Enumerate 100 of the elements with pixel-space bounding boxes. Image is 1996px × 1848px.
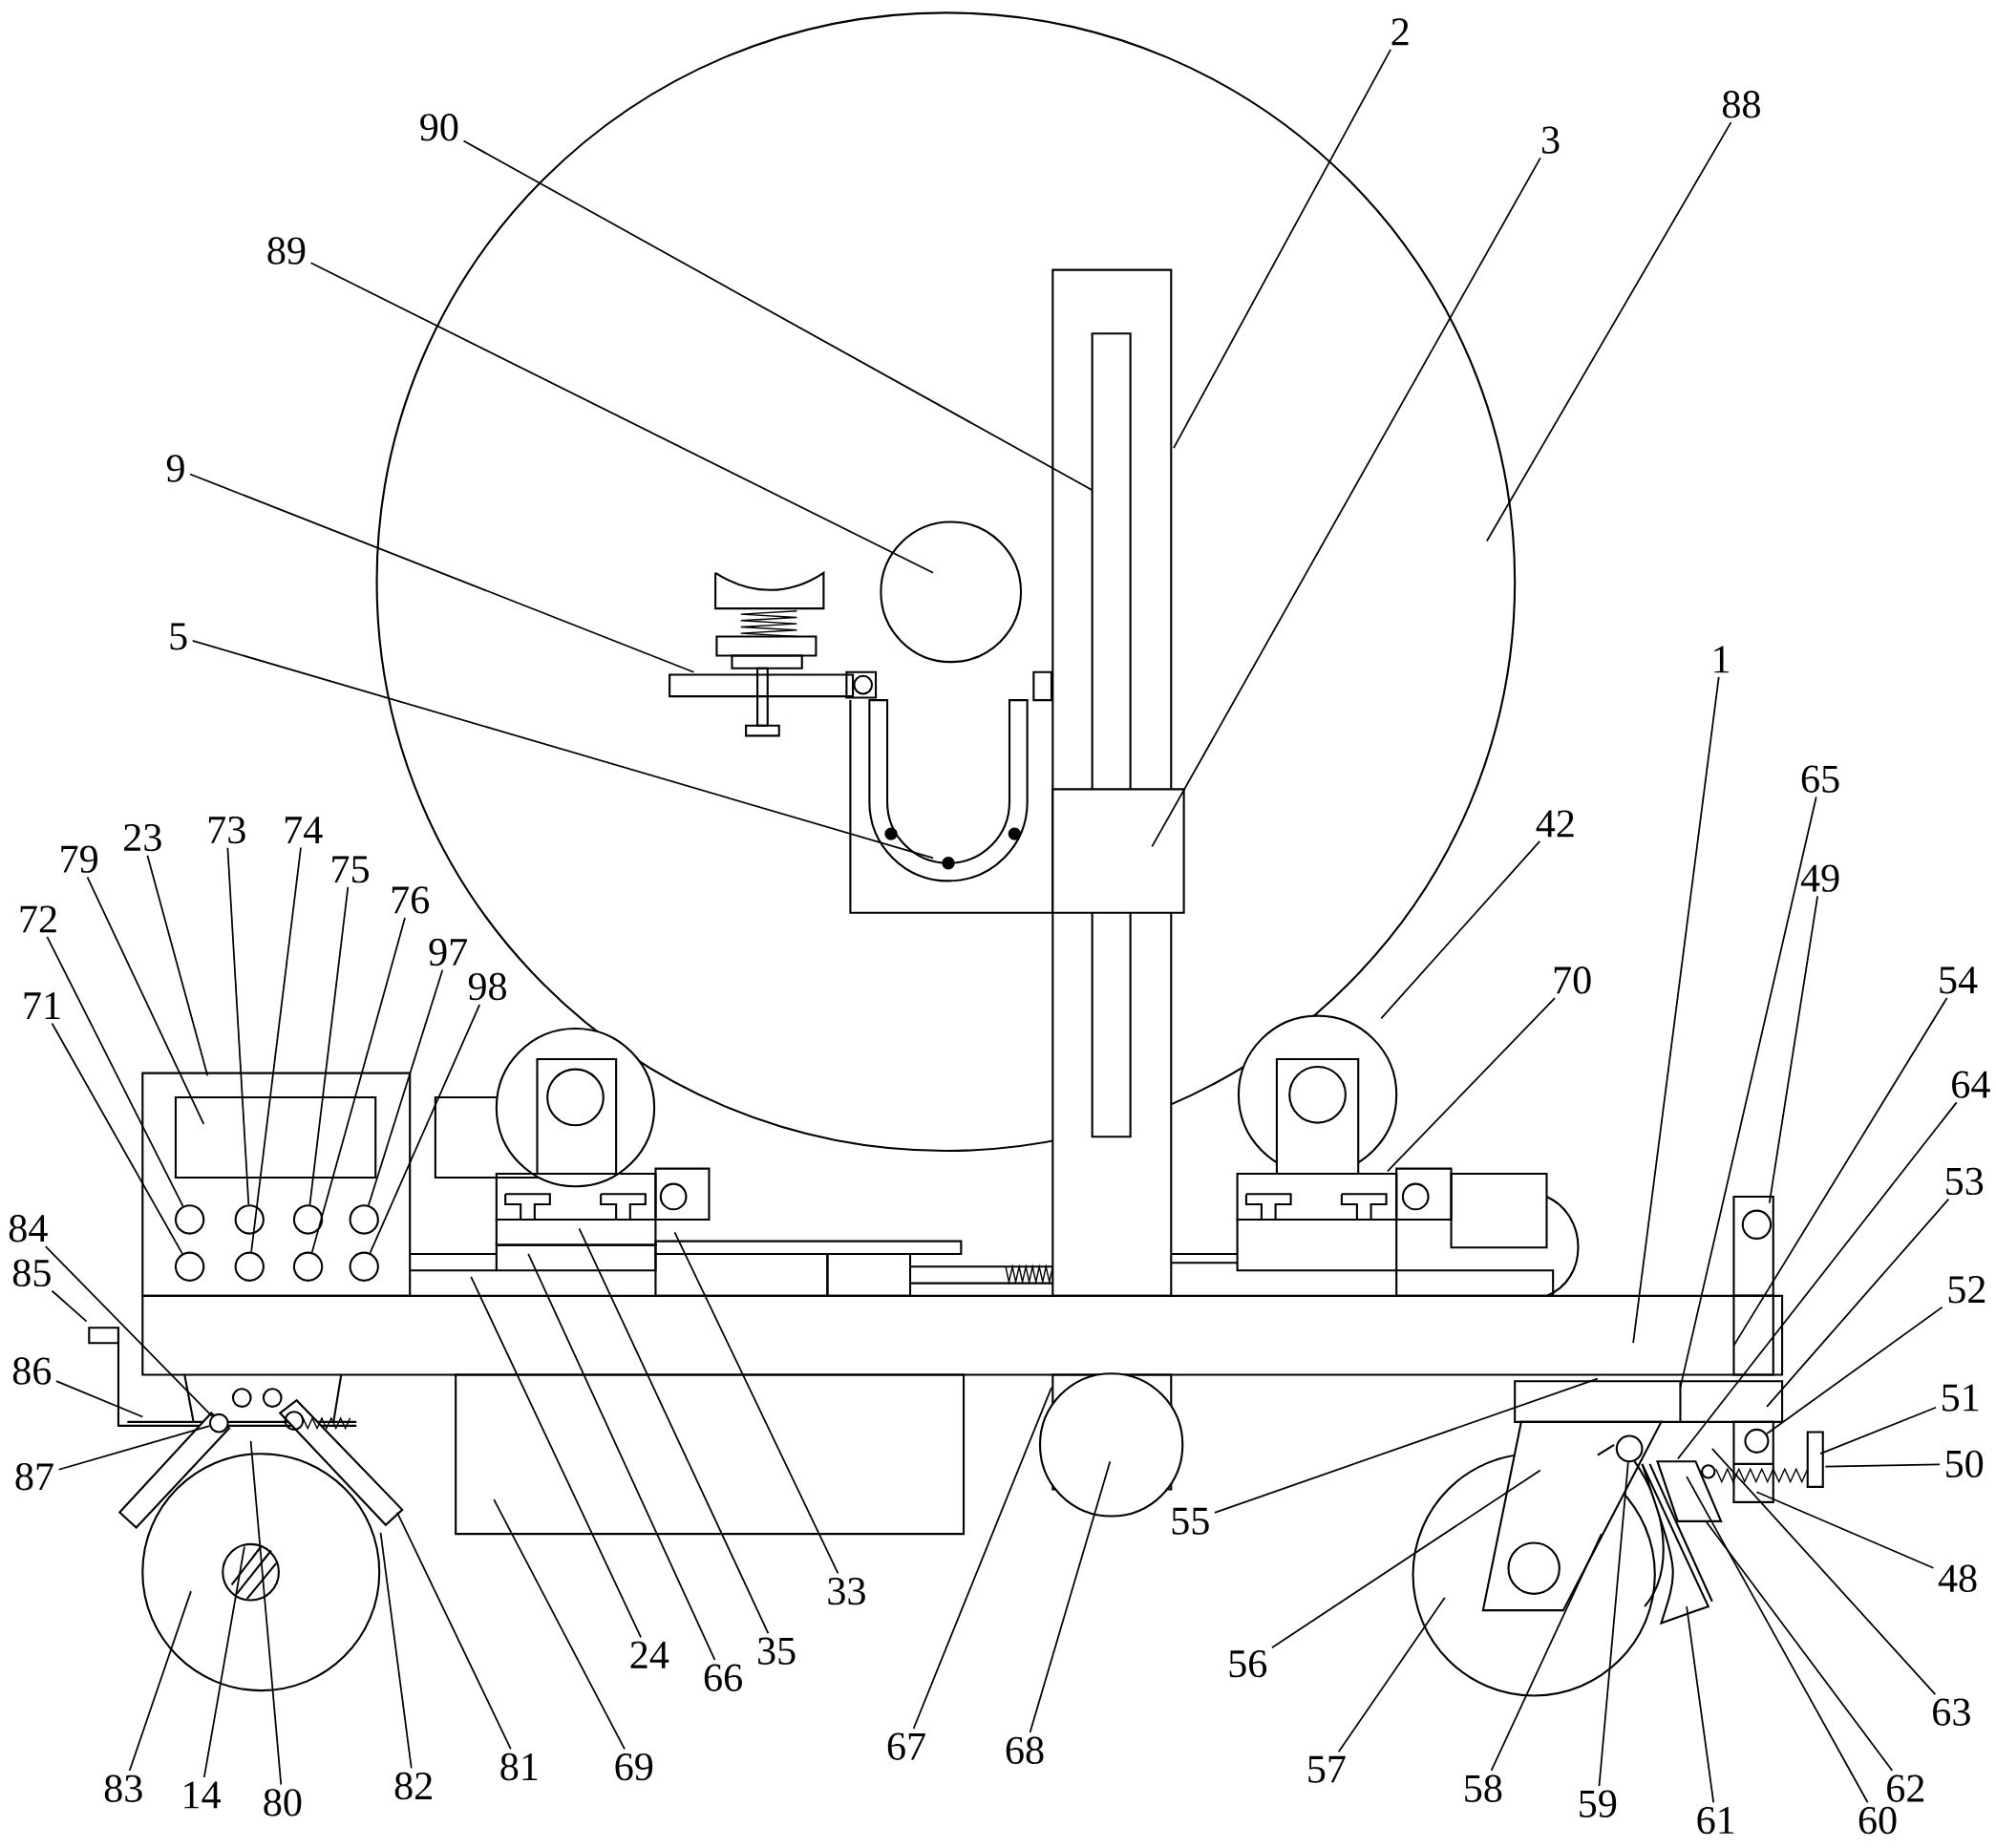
round-button xyxy=(349,1204,379,1235)
leader-line xyxy=(249,1439,283,1786)
round-button xyxy=(292,1251,324,1282)
callout-number: 88 xyxy=(1722,90,1760,118)
leader-line xyxy=(1214,1377,1599,1514)
leader-line xyxy=(309,262,934,574)
leader-line xyxy=(46,935,184,1207)
callout-number: 51 xyxy=(1943,1384,1979,1412)
coil-spring xyxy=(1615,1434,1644,1463)
callout-number: 85 xyxy=(12,1259,51,1286)
callout-number: 98 xyxy=(468,972,506,1000)
leader-line xyxy=(1819,1406,1937,1455)
callout-number: 23 xyxy=(124,823,161,851)
callout-number: 70 xyxy=(1554,966,1591,994)
leader-line xyxy=(369,1003,481,1254)
callout-number: 79 xyxy=(61,845,97,873)
leader-line xyxy=(1387,997,1556,1172)
callout-number: 60 xyxy=(1858,1806,1897,1835)
callout-number: 52 xyxy=(1948,1275,1985,1304)
callout-number: 90 xyxy=(420,113,458,141)
callout-number: 75 xyxy=(332,856,369,883)
leader-line xyxy=(1632,675,1720,1344)
leader-line xyxy=(308,885,350,1206)
leader-line xyxy=(1173,48,1392,449)
round-button xyxy=(174,1204,205,1235)
leader-line xyxy=(1490,1533,1603,1772)
callout-number: 69 xyxy=(615,1752,653,1781)
leader-line xyxy=(57,1425,211,1471)
round-button xyxy=(234,1251,265,1282)
leader-line xyxy=(1271,1469,1541,1648)
callout-number: 56 xyxy=(1229,1649,1267,1678)
leader-line xyxy=(128,1590,192,1772)
leader-line xyxy=(493,1498,626,1751)
pivot-pin xyxy=(208,1413,229,1434)
callout-number: 33 xyxy=(828,1577,865,1605)
leader-line xyxy=(51,1022,183,1255)
leader-line xyxy=(396,1511,512,1750)
callout-number: 97 xyxy=(429,938,468,966)
leader-line xyxy=(86,876,205,1125)
callout-number: 83 xyxy=(104,1774,142,1802)
callout-number: 55 xyxy=(1172,1507,1209,1535)
callout-number: 42 xyxy=(1536,810,1574,838)
callout-number: 48 xyxy=(1938,1564,1977,1592)
leader-line xyxy=(1824,1463,1941,1468)
round-button xyxy=(174,1251,205,1282)
leader-line xyxy=(1380,839,1541,1020)
leader-line xyxy=(1151,157,1541,848)
leader-line xyxy=(673,1231,839,1575)
leader-line xyxy=(1732,996,1948,1347)
leader-line xyxy=(1598,1461,1629,1787)
callout-number: 73 xyxy=(208,816,245,843)
callout-number: 5 xyxy=(170,623,187,650)
callout-number: 3 xyxy=(1542,126,1560,154)
leader-line xyxy=(578,1227,770,1634)
leader-line xyxy=(462,139,1094,491)
callout-number: 61 xyxy=(1697,1806,1734,1834)
leader-line xyxy=(527,1252,716,1661)
callout-number: 58 xyxy=(1465,1774,1502,1802)
leader-line xyxy=(1768,895,1819,1204)
callout-number: 57 xyxy=(1308,1755,1346,1783)
round-button xyxy=(234,1204,265,1235)
callout-number: 2 xyxy=(1391,18,1409,46)
callout-number: 67 xyxy=(887,1732,925,1760)
callout-number: 62 xyxy=(1887,1774,1924,1802)
leader-line xyxy=(1755,1491,1935,1569)
callout-number: 66 xyxy=(704,1664,742,1691)
callout-number: 50 xyxy=(1946,1450,1984,1477)
callout-number: 24 xyxy=(630,1641,669,1668)
leader-line xyxy=(1686,1476,1869,1803)
leader-line xyxy=(250,846,302,1253)
leader-line xyxy=(912,1386,1052,1730)
leader-line xyxy=(1766,1198,1950,1408)
leader-line xyxy=(1679,796,1817,1389)
leader-line xyxy=(1710,1447,1937,1695)
round-button xyxy=(292,1204,324,1235)
callout-number: 81 xyxy=(500,1752,538,1781)
leader-line xyxy=(55,1380,144,1418)
leader-line xyxy=(191,639,934,860)
leader-line xyxy=(1337,1596,1446,1752)
callout-number: 84 xyxy=(9,1214,48,1243)
callout-number: 65 xyxy=(1801,765,1839,793)
callout-number: 49 xyxy=(1800,864,1839,892)
leader-line xyxy=(202,1545,245,1778)
callout-number: 68 xyxy=(1006,1736,1044,1764)
round-button xyxy=(349,1251,379,1282)
leader-line xyxy=(379,1531,413,1769)
callout-number: 14 xyxy=(184,1781,222,1809)
callout-number: 82 xyxy=(394,1772,432,1800)
callout-number: 59 xyxy=(1580,1790,1617,1817)
leader-line xyxy=(1686,1605,1715,1804)
callout-number: 53 xyxy=(1946,1167,1984,1195)
callout-number: 9 xyxy=(166,455,184,482)
leader-line xyxy=(1676,1101,1958,1460)
callout-number: 74 xyxy=(285,817,323,843)
leader-line xyxy=(44,1245,213,1417)
leader-line xyxy=(1766,1306,1943,1434)
callout-number: 86 xyxy=(12,1357,52,1385)
leader-line xyxy=(1485,121,1732,542)
leader-line xyxy=(189,473,695,673)
callout-number: 64 xyxy=(1952,1071,1990,1098)
